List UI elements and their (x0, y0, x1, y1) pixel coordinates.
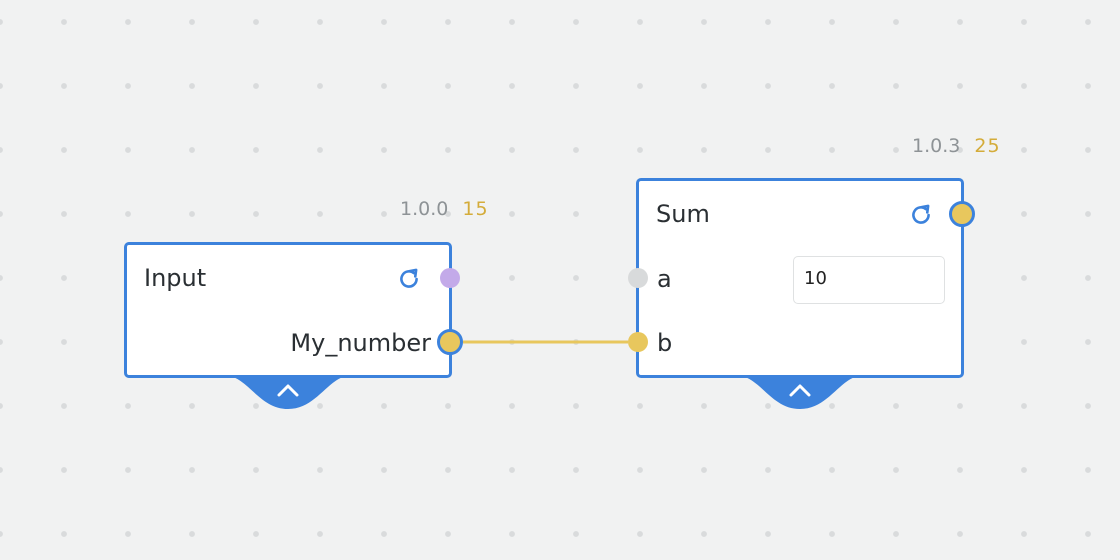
refresh-icon[interactable] (908, 202, 934, 228)
sum-port-a[interactable] (628, 268, 648, 288)
chevron-up-icon (277, 384, 299, 397)
input-node-meta: 1.0.0 15 (400, 198, 489, 220)
refresh-icon[interactable] (396, 266, 422, 292)
input-node-output-port[interactable] (437, 329, 463, 355)
sum-node-output-port[interactable] (949, 201, 975, 227)
input-node-expand-tab[interactable] (223, 375, 353, 409)
sum-node-expand-tab[interactable] (735, 375, 865, 409)
input-node-value: 15 (462, 198, 489, 220)
sum-node-value: 25 (974, 135, 1001, 157)
sum-node-title: Sum (656, 200, 710, 228)
chevron-up-icon (789, 384, 811, 397)
sum-port-b[interactable] (628, 332, 648, 352)
output-port-label: My_number (290, 329, 431, 357)
sum-node[interactable]: Sum a 10 b (636, 178, 964, 378)
input-node-trigger-port[interactable] (440, 268, 460, 288)
port-a-value-input[interactable]: 10 (793, 256, 945, 304)
sum-node-version: 1.0.3 (912, 135, 961, 157)
port-a-label: a (657, 265, 672, 293)
sum-node-meta: 1.0.3 25 (912, 135, 1001, 157)
input-node[interactable]: Input My_number (124, 242, 452, 378)
input-node-version: 1.0.0 (400, 198, 449, 220)
port-b-label: b (657, 329, 673, 357)
input-node-title: Input (144, 264, 207, 292)
